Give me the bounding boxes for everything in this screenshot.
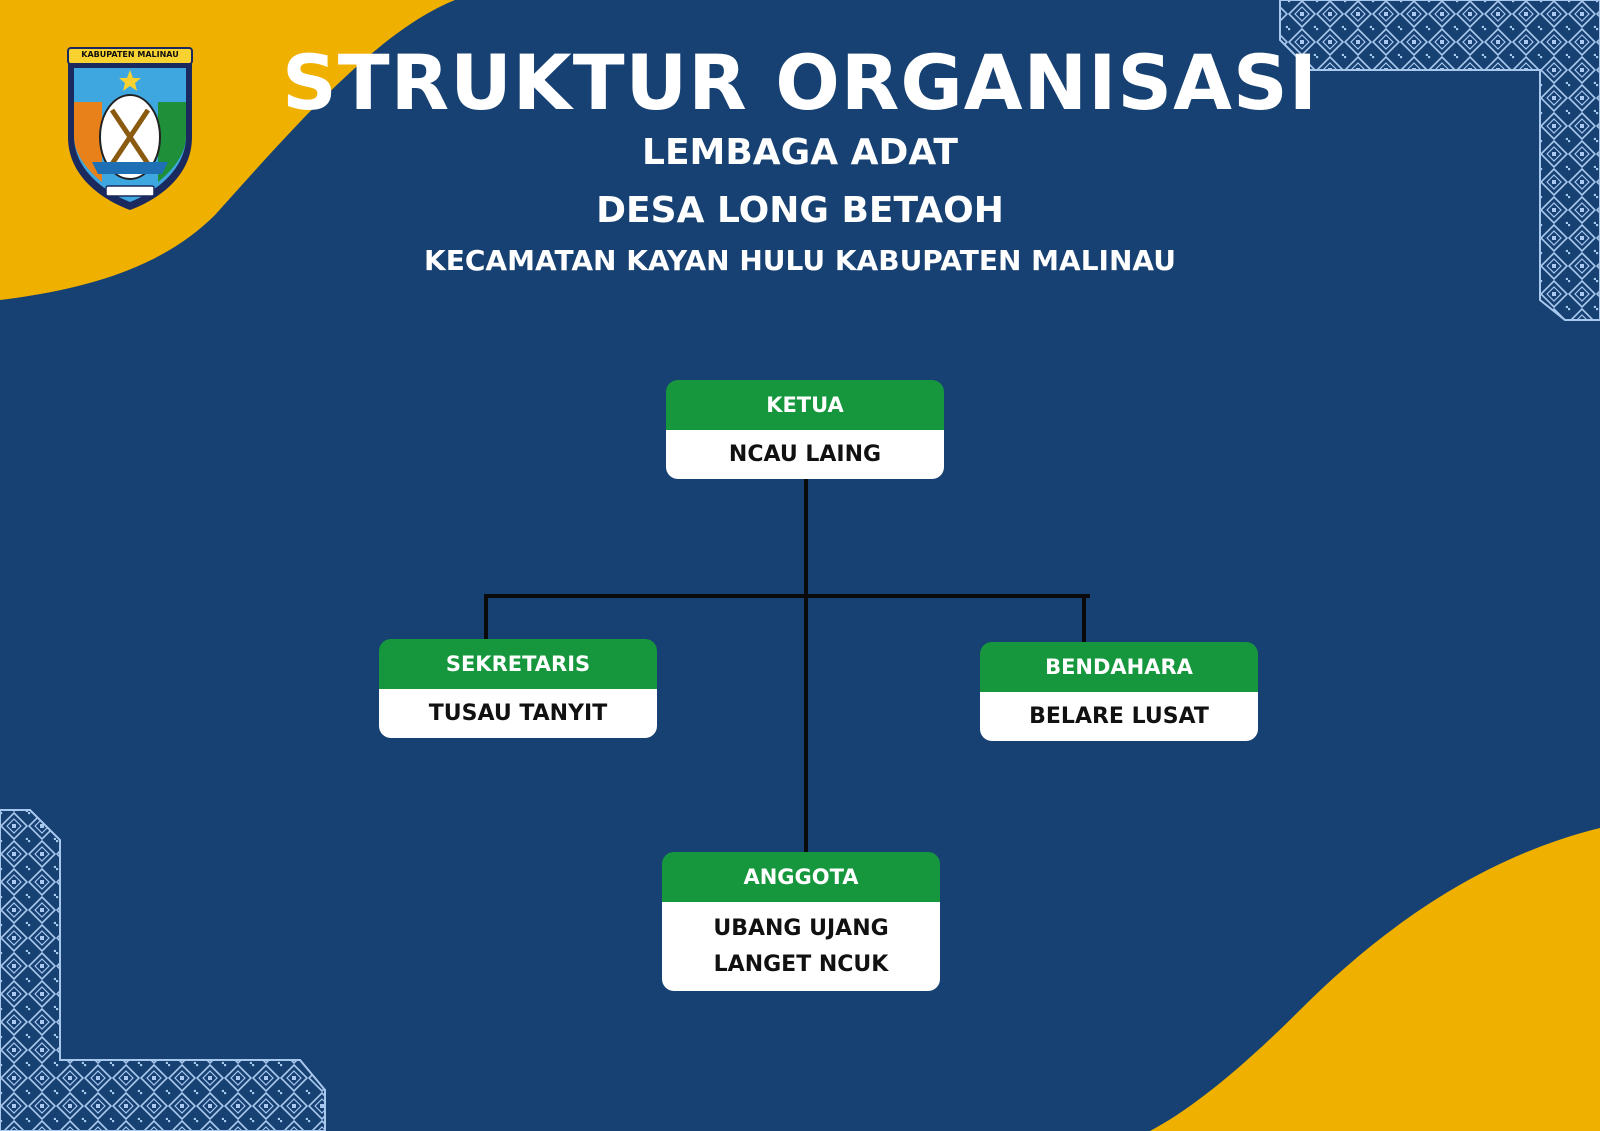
name-box: UBANG UJANG LANGET NCUK (662, 902, 940, 991)
regency-emblem-icon: KABUPATEN MALINAU (62, 42, 198, 212)
role-label: BENDAHARA (980, 642, 1258, 692)
role-label: SEKRETARIS (379, 639, 657, 689)
role-label: ANGGOTA (662, 852, 940, 902)
role-label: KETUA (666, 380, 944, 430)
node-anggota: ANGGOTA UBANG UJANG LANGET NCUK (662, 852, 940, 991)
subtitle-village: DESA LONG BETAOH (596, 190, 1004, 231)
name-box: BELARE LUSAT (980, 692, 1258, 741)
member-name: UBANG UJANG (713, 915, 889, 941)
name-box: NCAU LAING (666, 430, 944, 479)
subtitle-district: KECAMATAN KAYAN HULU KABUPATEN MALINAU (424, 244, 1176, 277)
node-sekretaris: SEKRETARIS TUSAU TANYIT (379, 639, 657, 738)
emblem-caption: KABUPATEN MALINAU (81, 50, 179, 59)
bottom-right-swoosh (1150, 828, 1600, 1131)
page-title: STRUKTUR ORGANISASI (281, 38, 1319, 127)
bottom-left-ornament (0, 809, 326, 1131)
name-box: TUSAU TANYIT (379, 689, 657, 738)
member-name: NCAU LAING (728, 441, 882, 467)
top-right-ornament (1279, 0, 1600, 321)
node-bendahara: BENDAHARA BELARE LUSAT (980, 642, 1258, 741)
member-name: TUSAU TANYIT (428, 700, 608, 726)
member-name: BELARE LUSAT (1029, 703, 1209, 729)
subtitle-institution: LEMBAGA ADAT (642, 132, 958, 173)
connector-lines (484, 478, 1090, 852)
member-name: LANGET NCUK (713, 951, 889, 977)
node-ketua: KETUA NCAU LAING (666, 380, 944, 479)
